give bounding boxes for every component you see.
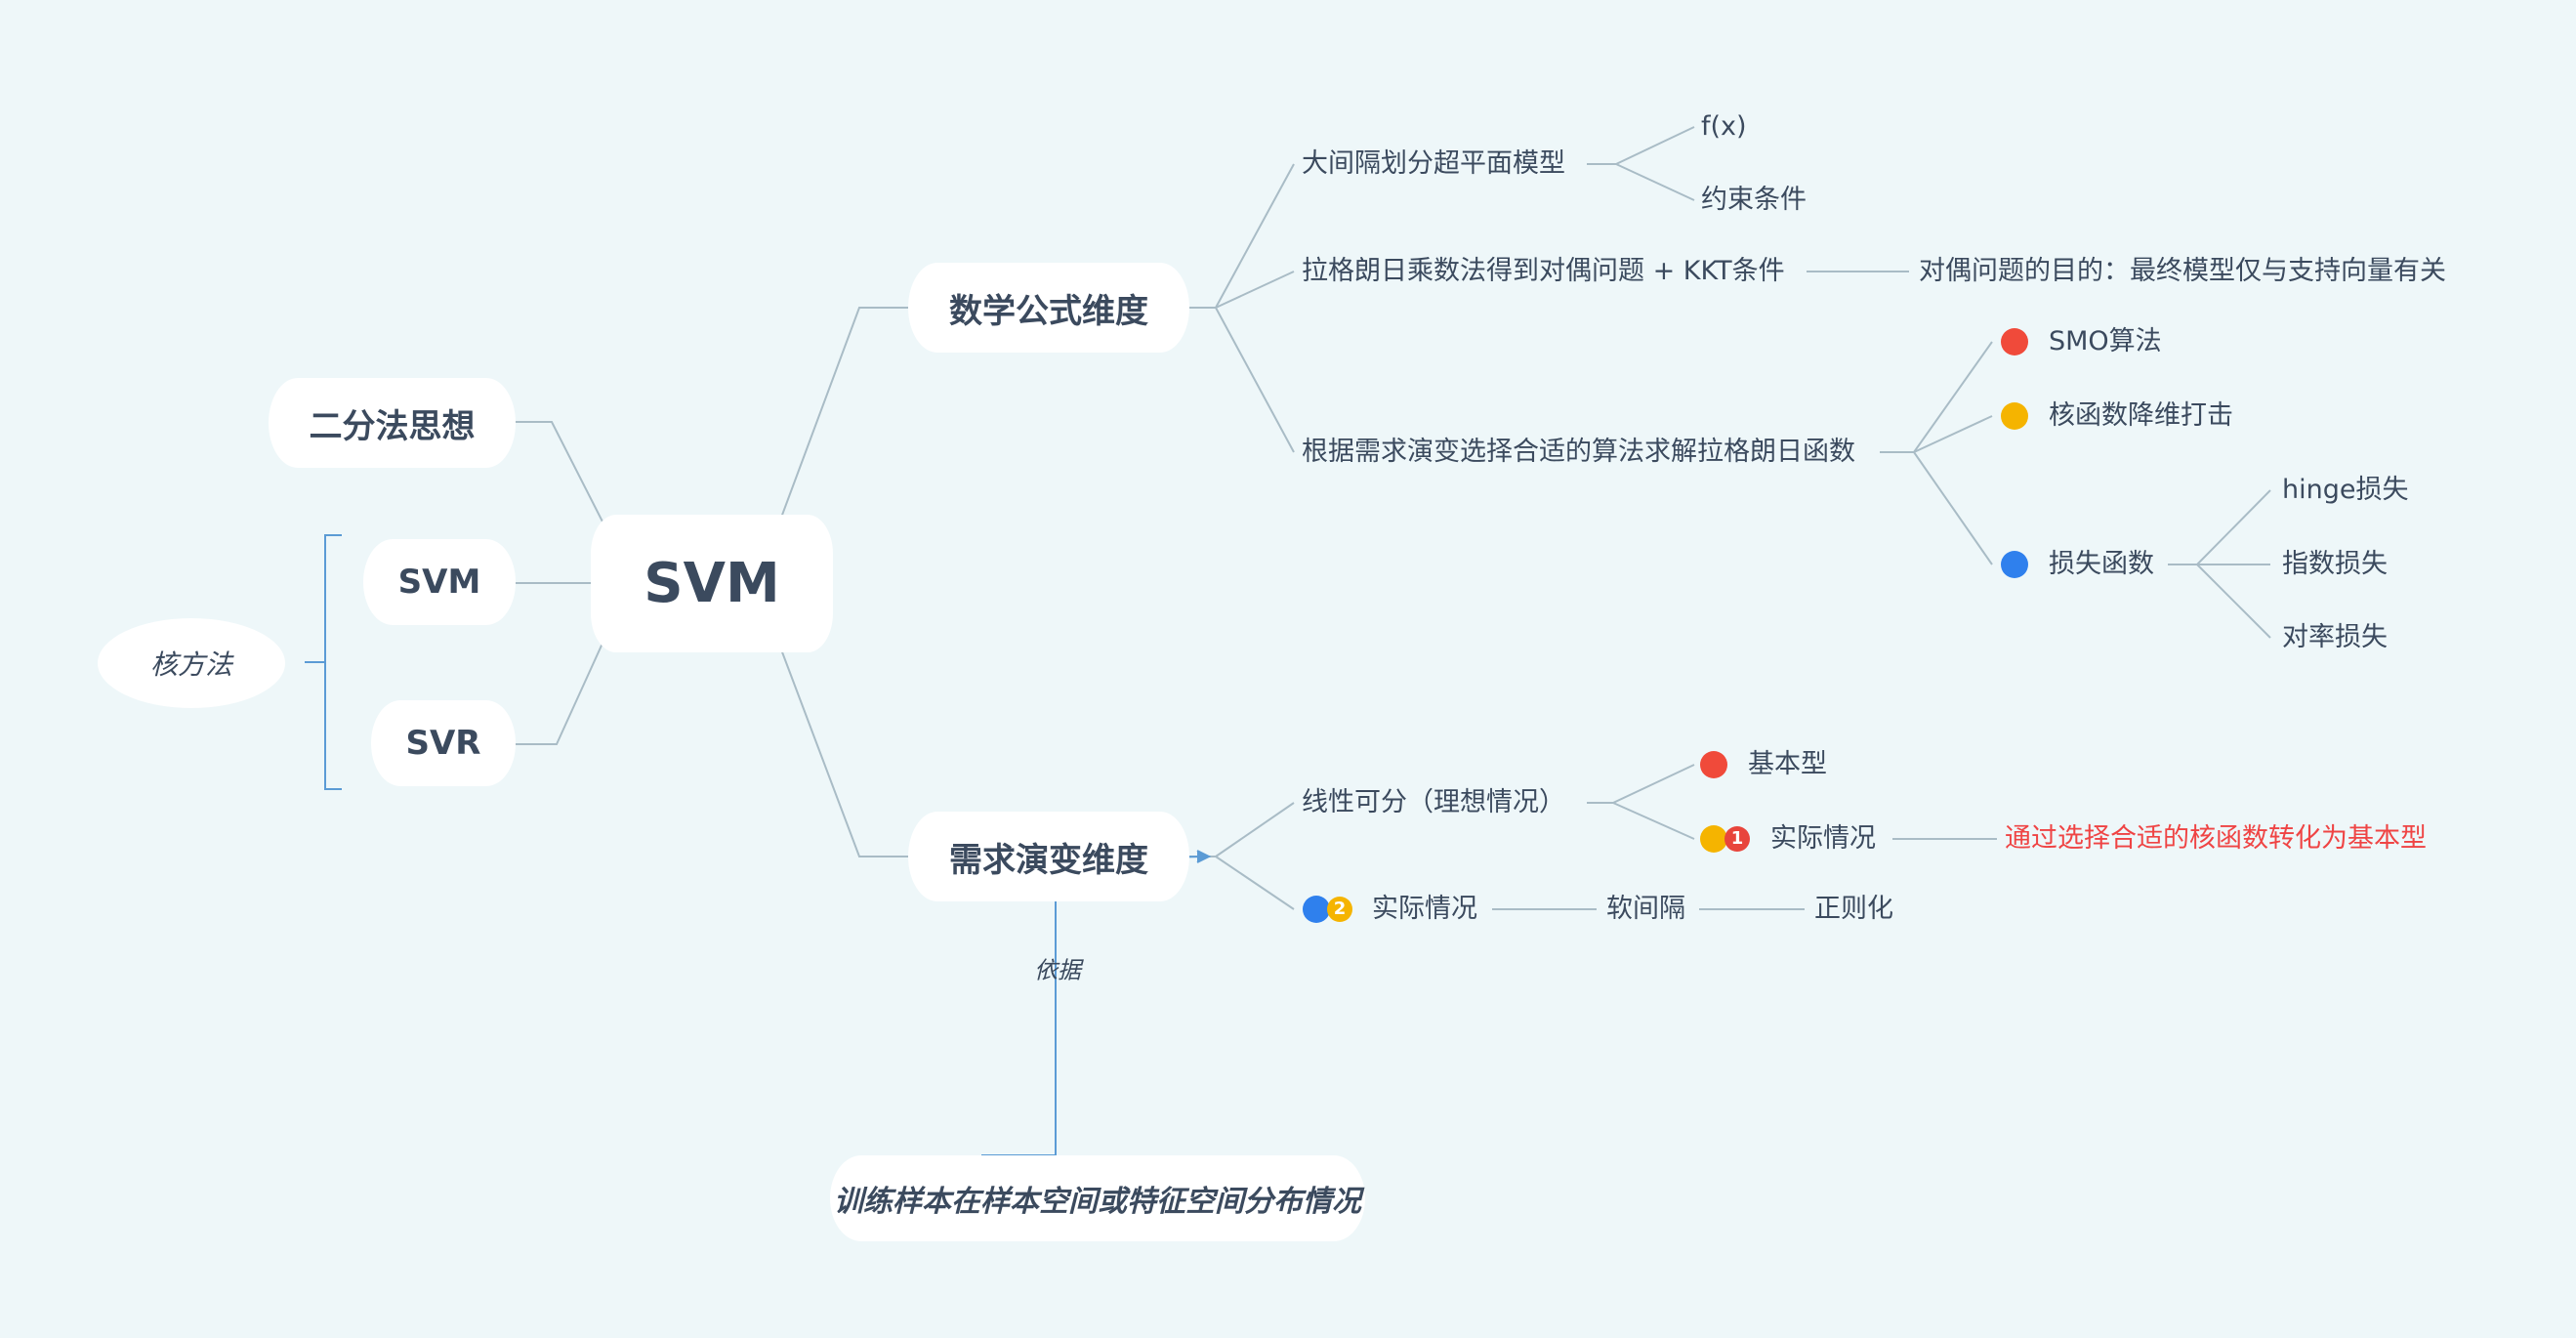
node-sample-distribution[interactable]: 训练样本在样本空间或特征空间分布情况 <box>830 1155 1365 1241</box>
dual-goal-text[interactable]: 对偶问题的目的：最终模型仅与支持向量有关 <box>1919 256 2446 286</box>
root-node[interactable]: SVM <box>591 515 833 652</box>
svm-label: SVM <box>397 563 481 602</box>
sample-distribution-label: 训练样本在样本空间或特征空间分布情况 <box>834 1185 1361 1219</box>
dichotomy-label: 二分法思想 <box>309 406 476 446</box>
red-dot-icon <box>1700 751 1727 778</box>
kernel-method-label: 核方法 <box>149 648 232 681</box>
kernel-to-basic-text[interactable]: 通过选择合适的核函数转化为基本型 <box>2005 823 2427 854</box>
node-math-dimension[interactable]: 数学公式维度 <box>908 263 1189 353</box>
yellow-dot-icon <box>2001 402 2028 430</box>
node-dichotomy[interactable]: 二分法思想 <box>269 378 516 468</box>
node-kernel-method[interactable]: 核方法 <box>98 618 285 708</box>
node-demand-dimension[interactable]: 需求演变维度 <box>908 812 1189 901</box>
log-loss-text[interactable]: 对率损失 <box>2282 622 2388 652</box>
constraint-text[interactable]: 约束条件 <box>1701 185 1807 215</box>
math-dimension-label: 数学公式维度 <box>949 291 1148 331</box>
node-svr[interactable]: SVR <box>371 700 516 786</box>
solve-text[interactable]: 根据需求演变选择合适的算法求解拉格朗日函数 <box>1302 437 1855 467</box>
node-svm[interactable]: SVM <box>363 539 516 625</box>
actual-case-text-1[interactable]: 实际情况 <box>1770 823 1876 854</box>
loss-text[interactable]: 损失函数 <box>2049 549 2154 579</box>
red-dot-icon <box>2001 328 2028 355</box>
yellow-dot-icon <box>1700 825 1727 853</box>
fx-text[interactable]: f(x) <box>1701 111 1747 142</box>
demand-dimension-label: 需求演变维度 <box>949 840 1148 880</box>
basic-form-text[interactable]: 基本型 <box>1748 749 1827 779</box>
smo-text[interactable]: SMO算法 <box>2049 326 2162 356</box>
lagrange-text[interactable]: 拉格朗日乘数法得到对偶问题 + KKT条件 <box>1302 256 1785 286</box>
soft-margin-text[interactable]: 软间隔 <box>1606 894 1685 924</box>
blue-dot-icon <box>1303 896 1330 923</box>
hinge-loss-text[interactable]: hinge损失 <box>2282 475 2409 505</box>
root-label: SVM <box>644 552 780 615</box>
actual-case-text-2[interactable]: 实际情况 <box>1372 894 1477 924</box>
number-one-badge-icon: 1 <box>1724 826 1750 852</box>
number-two-badge-icon: 2 <box>1327 897 1352 922</box>
svr-label: SVR <box>405 724 481 763</box>
margin-model-text[interactable]: 大间隔划分超平面模型 <box>1302 148 1565 179</box>
regularization-text[interactable]: 正则化 <box>1814 894 1893 924</box>
kernel-reduce-text[interactable]: 核函数降维打击 <box>2049 400 2233 431</box>
separable-text[interactable]: 线性可分（理想情况） <box>1302 787 1565 817</box>
exp-loss-text[interactable]: 指数损失 <box>2282 549 2388 579</box>
relation-label: 依据 <box>1034 956 1081 984</box>
blue-dot-icon <box>2001 551 2028 578</box>
